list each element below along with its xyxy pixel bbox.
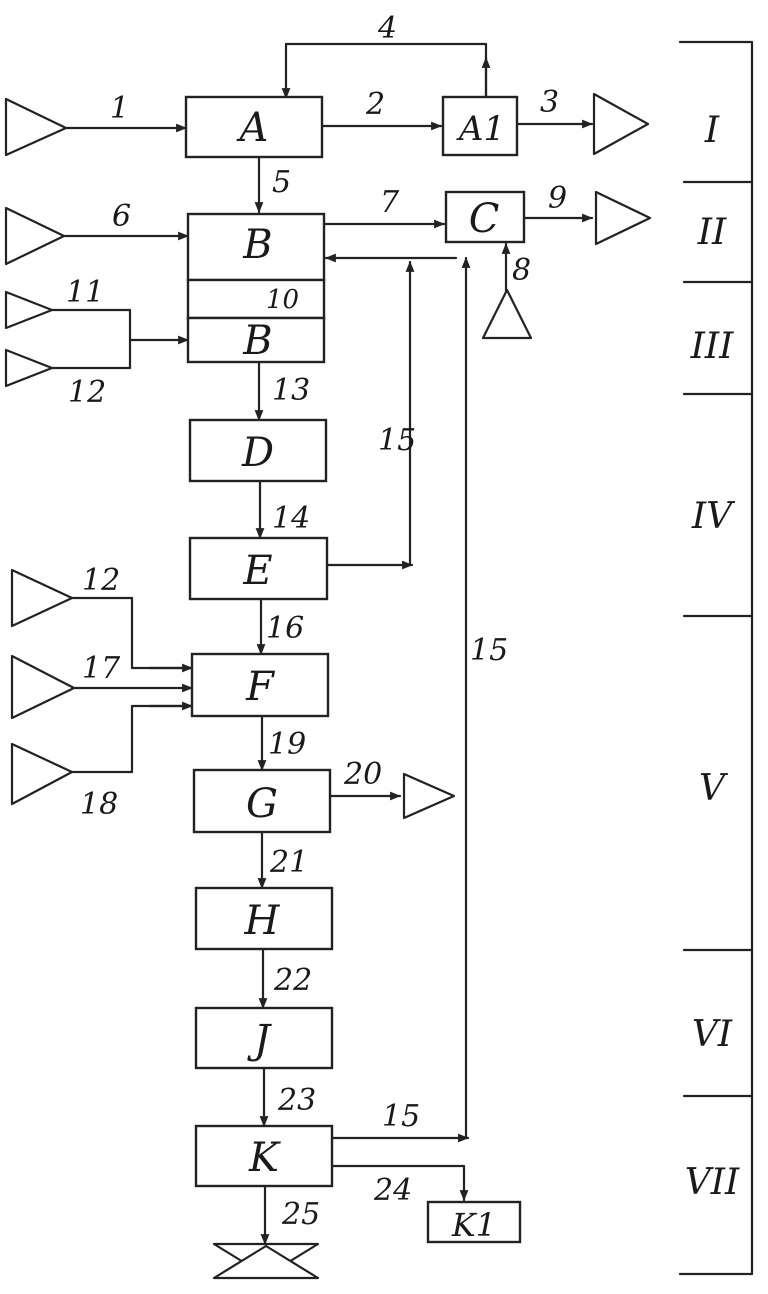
block-c bbox=[444, 190, 526, 244]
stage-bracket bbox=[678, 40, 754, 1276]
flow-label-15b: 15 bbox=[470, 633, 508, 668]
flow-label-1: 1 bbox=[110, 91, 129, 126]
flow-label-22: 22 bbox=[273, 963, 312, 998]
stage-label-5: V bbox=[699, 768, 729, 809]
flow-label-12a: 12 bbox=[68, 375, 106, 410]
block-k1 bbox=[426, 1200, 522, 1244]
flow-label-15a: 15 bbox=[378, 423, 416, 458]
block-b bbox=[186, 212, 326, 282]
flow-label-12b: 12 bbox=[82, 563, 120, 598]
connectors bbox=[50, 42, 594, 1246]
input-triangle-12b bbox=[10, 568, 74, 628]
stage-label-3: III bbox=[690, 326, 734, 367]
flow-label-6: 6 bbox=[112, 199, 131, 234]
block-k-label: K bbox=[248, 1135, 281, 1181]
flow-label-19: 19 bbox=[268, 727, 306, 762]
block-b-lower bbox=[186, 316, 326, 364]
block-b-mid bbox=[186, 278, 326, 320]
block-f-label: F bbox=[245, 664, 275, 710]
output-triangle-20 bbox=[402, 772, 456, 820]
terminals bbox=[4, 92, 652, 1280]
block-a1 bbox=[441, 95, 519, 157]
flow-label-3: 3 bbox=[540, 85, 559, 120]
output-triangle-9 bbox=[594, 190, 652, 246]
flow-label-25: 25 bbox=[281, 1197, 320, 1232]
stage-label-2: II bbox=[697, 212, 727, 253]
block-h bbox=[194, 886, 334, 951]
flow-label-24: 24 bbox=[373, 1173, 412, 1208]
block-c-label: C bbox=[469, 196, 500, 242]
block-g-label: G bbox=[246, 781, 278, 827]
merge-11-12 bbox=[50, 308, 132, 370]
flow-label-23: 23 bbox=[277, 1083, 316, 1118]
block-e-label: E bbox=[242, 548, 272, 594]
block-a bbox=[184, 95, 324, 159]
stage-ruler: I II III IV V VI VII bbox=[678, 40, 754, 1276]
block-g bbox=[192, 768, 332, 834]
input-triangle-6 bbox=[4, 206, 66, 266]
stage-label-6: VI bbox=[692, 1014, 733, 1055]
discharge-bowtie-bottom bbox=[212, 1244, 320, 1280]
line-18-f bbox=[70, 704, 194, 774]
flow-labels: 1 2 3 4 5 6 7 8 9 10 11 12 13 14 15 15 1… bbox=[66, 11, 567, 1232]
stage-label-1: I bbox=[704, 110, 720, 151]
block-d bbox=[188, 418, 328, 483]
input-triangle-11 bbox=[4, 290, 54, 330]
flow-label-7: 7 bbox=[380, 185, 400, 220]
block-j bbox=[194, 1006, 334, 1070]
flow-label-4: 4 bbox=[377, 11, 397, 46]
flow-label-18: 18 bbox=[80, 787, 118, 822]
block-k bbox=[194, 1124, 334, 1188]
flow-label-11: 11 bbox=[66, 275, 104, 310]
flow-label-8: 8 bbox=[512, 253, 531, 288]
stage-label-4: IV bbox=[691, 496, 736, 537]
flow-label-2: 2 bbox=[365, 87, 385, 122]
flow-label-10: 10 bbox=[266, 285, 299, 315]
flow-label-14: 14 bbox=[272, 501, 310, 536]
block-a-label: A bbox=[236, 105, 269, 151]
flow-label-5: 5 bbox=[272, 165, 291, 200]
flow-label-21: 21 bbox=[269, 845, 308, 880]
block-d-label: D bbox=[241, 430, 274, 476]
input-triangle-18 bbox=[10, 742, 74, 806]
arrow-24 bbox=[330, 1164, 469, 1202]
block-b-lower-label: B bbox=[242, 318, 272, 364]
block-a1-label: A1 bbox=[456, 109, 505, 149]
input-triangle-17 bbox=[10, 654, 76, 720]
flow-label-9: 9 bbox=[548, 181, 567, 216]
block-k1-label: K1 bbox=[451, 1206, 496, 1244]
block-h-label: H bbox=[244, 898, 281, 944]
stage-label-7: VII bbox=[685, 1162, 740, 1203]
block-b-label: B bbox=[242, 222, 272, 268]
arrow-4 bbox=[281, 42, 488, 100]
flow-label-15c: 15 bbox=[382, 1099, 420, 1134]
blocks bbox=[184, 95, 526, 1244]
flow-label-17: 17 bbox=[82, 651, 121, 686]
input-triangle-12 bbox=[4, 348, 54, 388]
flow-label-20: 20 bbox=[343, 757, 382, 792]
output-triangle-3 bbox=[592, 92, 650, 156]
flow-label-13: 13 bbox=[272, 373, 310, 408]
block-f bbox=[190, 652, 330, 718]
input-triangle-1 bbox=[4, 97, 68, 157]
block-labels: A A1 B B C D E F G H J K K1 bbox=[236, 105, 506, 1244]
input-triangle-8 bbox=[481, 288, 533, 340]
block-e bbox=[188, 536, 329, 601]
flow-label-16: 16 bbox=[266, 611, 304, 646]
